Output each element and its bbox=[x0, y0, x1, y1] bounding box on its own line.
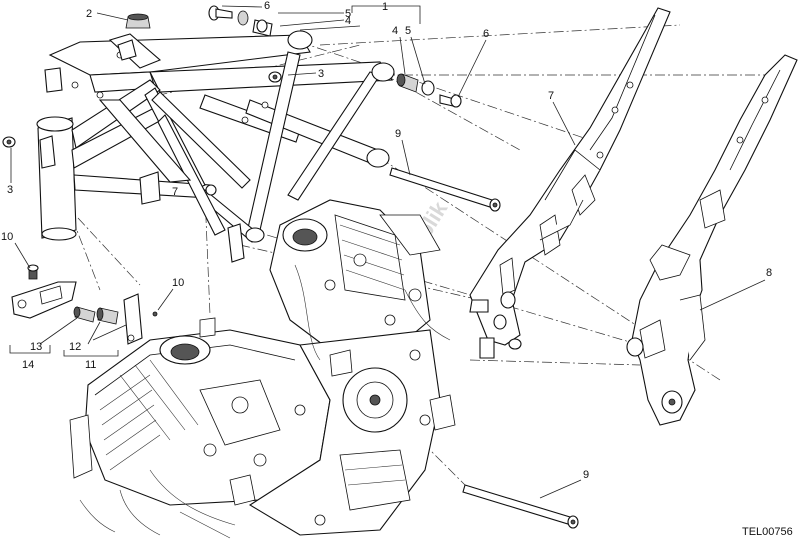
leader-lines bbox=[9, 5, 766, 499]
long-bolt-lower bbox=[462, 484, 579, 529]
callout-14: 14 bbox=[22, 359, 34, 371]
bracket-part-11 bbox=[123, 293, 143, 345]
callout-9-upper: 9 bbox=[395, 128, 401, 140]
callout-6-rear: 6 bbox=[483, 28, 489, 40]
top-fasteners bbox=[208, 5, 273, 37]
rear-fasteners bbox=[396, 73, 462, 108]
frame-hardware bbox=[2, 13, 282, 148]
callout-4-rear: 4 bbox=[392, 25, 398, 37]
callout-5-top: 5 bbox=[345, 8, 351, 20]
callout-13: 13 bbox=[30, 341, 42, 353]
subframe-left bbox=[469, 7, 671, 359]
callout-8: 8 bbox=[766, 267, 772, 279]
callout-3-left: 3 bbox=[7, 184, 13, 196]
callout-3-upper: 3 bbox=[318, 68, 324, 80]
steering-head bbox=[37, 117, 77, 239]
callout-numbers: 2 6 5 4 1 3 3 4 5 6 9 7 7 8 9 10 10 13 1… bbox=[1, 0, 772, 481]
trellis-frame bbox=[36, 30, 395, 263]
callout-12: 12 bbox=[69, 341, 81, 353]
subframe-right bbox=[626, 54, 798, 426]
washer-part-5-rear bbox=[421, 80, 435, 96]
drawing-code: TEL00756 bbox=[742, 526, 793, 538]
callout-9-lower: 9 bbox=[583, 469, 589, 481]
callout-7-subframe: 7 bbox=[548, 90, 554, 102]
bracket-assembly-14 bbox=[11, 264, 77, 319]
callout-11: 11 bbox=[85, 359, 96, 371]
callout-7-mount: 7 bbox=[172, 186, 178, 198]
washer-part-5-top bbox=[237, 10, 249, 26]
frame-lug-bottom bbox=[245, 227, 265, 243]
engine bbox=[69, 199, 456, 539]
frame-lug-top bbox=[287, 30, 313, 50]
callout-1: 1 bbox=[382, 1, 388, 13]
long-bolt-upper bbox=[389, 167, 501, 212]
bolt-part-10-right bbox=[152, 311, 158, 317]
callout-2: 2 bbox=[86, 8, 92, 20]
callout-6-top: 6 bbox=[264, 0, 270, 12]
callout-5-rear: 5 bbox=[405, 25, 411, 37]
bracket-assembly-11 bbox=[73, 293, 158, 345]
callout-4-top: 4 bbox=[345, 15, 351, 27]
callout-10-left: 10 bbox=[1, 231, 13, 243]
frame-lug-upper-rear bbox=[371, 62, 395, 82]
frame-lug-lower-rear bbox=[366, 148, 390, 168]
callout-10-right: 10 bbox=[172, 277, 184, 289]
